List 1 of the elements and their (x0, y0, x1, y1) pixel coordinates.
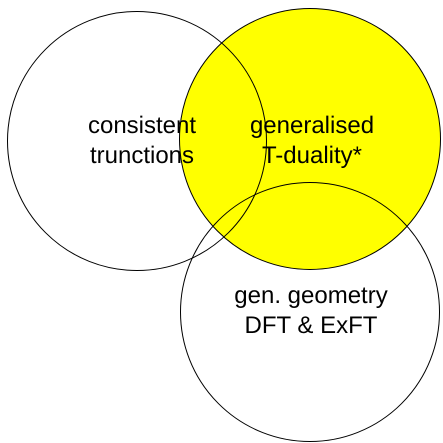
circle-label: gen. geometry DFT & ExFT (233, 281, 389, 341)
